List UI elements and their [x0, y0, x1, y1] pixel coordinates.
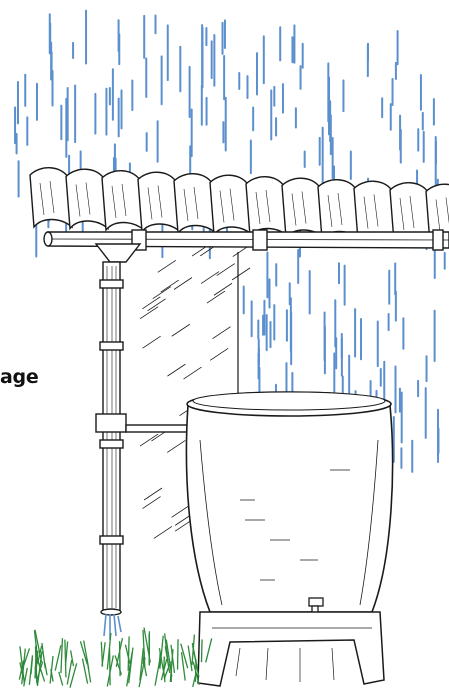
diverter-hose — [126, 425, 196, 432]
clipped-caption-text: age — [0, 366, 38, 388]
rain-barrel — [186, 392, 392, 612]
water-splash — [104, 614, 121, 640]
barrel-stand — [198, 612, 384, 686]
grass — [19, 628, 211, 688]
